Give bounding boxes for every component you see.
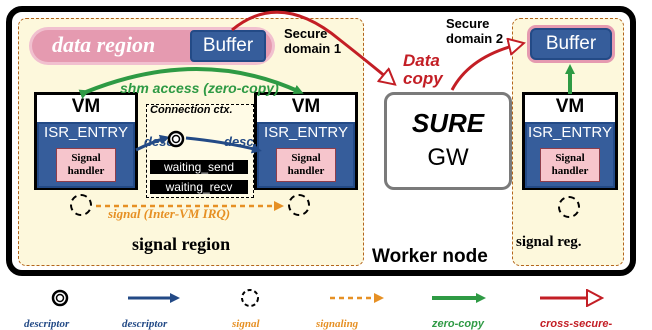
secure-domain-1-line2: domain 1 [284, 41, 342, 56]
legend-label-descriptor-arrow: descriptor [122, 318, 168, 330]
signal-handler-domain-2: Signal handler [540, 148, 600, 182]
data-copy-arrow-in [231, 10, 392, 82]
secure-domain-2-line2: domain 2 [446, 31, 504, 46]
legend-dashed-circle-icon [241, 289, 259, 307]
data-copy-line2: copy [403, 69, 443, 88]
signal-circle-left [70, 194, 92, 216]
legend-label-zero-copy: zero-copy [432, 318, 484, 330]
sure-gateway [384, 92, 512, 190]
isr-entry-domain-2-label: ISR_ENTRY [528, 124, 612, 141]
worker-node-label: Worker node [372, 246, 488, 267]
signal-handler-left-line2: handler [67, 165, 105, 177]
data-region-label: data region [52, 32, 156, 57]
signal-circle-domain-2 [558, 196, 580, 218]
data-copy-arrow-out [450, 44, 520, 91]
secure-domain-1-line1: Secure [284, 26, 328, 41]
shm-access-arrow [78, 67, 304, 99]
signal-handler-right-line2: handler [287, 165, 325, 177]
connection-ctx-label: Connection ctx. [150, 104, 233, 116]
isr-entry-right-label: ISR_ENTRY [264, 124, 348, 141]
vm-left-title: VM [71, 96, 101, 117]
vm-right-title: VM [291, 96, 321, 117]
shm-access-label: shm access (zero-copy) [120, 80, 279, 96]
signal-circle-right [288, 194, 310, 216]
legend-label-signal: signal [232, 318, 260, 330]
legend-label-cross-secure: cross-secure- [540, 318, 613, 330]
waiting-send-queue: waiting_send [150, 160, 248, 174]
buffer-domain-1: Buffer [190, 30, 266, 62]
signal-handler-domain-2-line2: handler [551, 165, 589, 177]
signal-reg-domain-2-label: signal reg. [516, 234, 582, 250]
signal-irq-prefix: signal ( [108, 206, 149, 221]
legend-label-descriptor-ring: descriptor [24, 318, 70, 330]
data-copy-line1: Data [403, 51, 440, 70]
gw-label: GW [427, 144, 469, 171]
signal-handler-left: Signal handler [56, 148, 116, 182]
data-copy-label: Data copy [403, 52, 443, 88]
signal-handler-left-line1: Signal [71, 152, 101, 164]
descriptor-arrow-left [135, 134, 170, 152]
sure-label: SURE [411, 108, 485, 138]
signal-handler-domain-2-line1: Signal [555, 152, 585, 164]
signal-irq-label: signal (Inter-VM IRQ) [108, 206, 230, 222]
descriptor-arrow-right [185, 136, 262, 154]
descriptor-ring-icon [167, 130, 185, 148]
legend-label-signaling: signaling [316, 318, 359, 330]
isr-entry-left-label: ISR_ENTRY [44, 124, 128, 141]
secure-domain-2-label: Secure domain 2 [446, 16, 503, 46]
signal-irq-italic: Inter-VM IRQ [148, 206, 226, 221]
secure-domain-1-label: Secure domain 1 [284, 26, 341, 56]
secure-domain-2-line1: Secure [446, 16, 490, 31]
signal-handler-right-line1: Signal [291, 152, 321, 164]
signal-region-label: signal region [132, 234, 231, 254]
legend-descriptor-ring-icon [51, 289, 69, 307]
waiting-recv-queue: waiting_recv [150, 180, 248, 194]
signal-irq-suffix: ) [225, 206, 231, 221]
vm-domain-2-title: VM [555, 96, 585, 117]
buffer-domain-2: Buffer [530, 28, 612, 60]
signal-handler-right: Signal handler [276, 148, 336, 182]
